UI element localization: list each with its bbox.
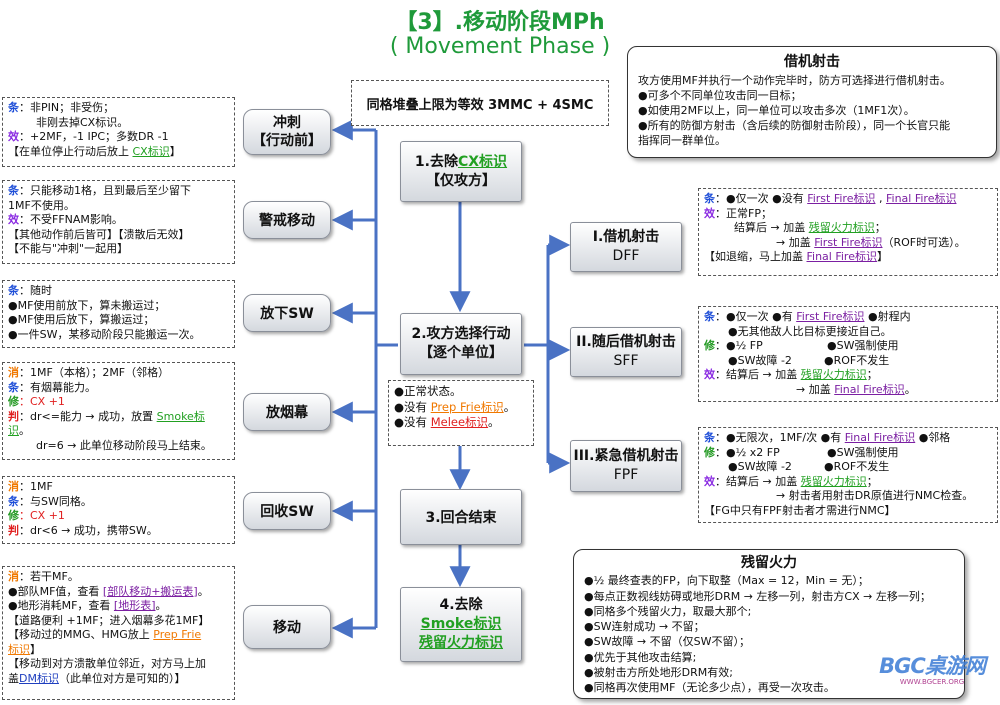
action-recover-sw: 回收SW (243, 492, 331, 530)
action-drop-sw: 放下SW (243, 294, 331, 332)
step2-sub: 【逐个单位】 (419, 345, 503, 361)
step2-conditions-note: ●正常状态。 ●没有 Prep Frie标识。 ●没有 Melee标识。 (388, 380, 534, 446)
step-remove-cx: 1.去除CX标识 【仅攻方】 (400, 141, 522, 202)
step2-label: 2.攻方选择行动 (411, 326, 511, 342)
opportunity-fire-header: 借机射击 (784, 54, 840, 70)
step-remove-markers: 4.去除 Smoke标识 残留火力标识 (400, 587, 522, 662)
stack-limit-text: 同格堆叠上限为等效 3MMC + 4SMC (366, 97, 594, 113)
page-title: 【3】.移动阶段MPh (395, 10, 605, 35)
smoke-counter-tag: Smoke标识 (420, 616, 502, 632)
watermark-logo-text: BGC桌游网 (879, 654, 986, 678)
action-place-smoke: 放烟幕 (243, 393, 331, 431)
watermark-url: WWW.BGCER.ORG (899, 678, 965, 686)
note-sneak-move: 条：只能移动1格，且到最后至少留下 1MF不使用。 效：不受FFNAM影响。 【… (2, 180, 235, 264)
step1-sub: 【仅攻方】 (426, 172, 496, 189)
fire-fpf: III.紧急借机射击 FPF (570, 440, 682, 492)
stack-limit-note: 同格堆叠上限为等效 3MMC + 4SMC (351, 80, 609, 126)
step-choose-action: 2.攻方选择行动 【逐个单位】 (400, 313, 522, 375)
watermark-logo: BGC桌游网 WWW.BGCER.ORG (868, 650, 996, 700)
note-move: 消：若干MF。 ●部队MF值，查看 [部队移动+搬运表]。 ●地形消耗MF，查看… (2, 566, 235, 700)
opportunity-fire-panel: 借机射击 攻方使用MF并执行一个动作完毕时，防方可选择进行借机射击。 ●可多个不… (627, 46, 997, 158)
note-drop-sw: 条：随时 ●MF使用前放下，算未搬运过； ●MF使用后放下，算搬运过； ●一件S… (2, 280, 235, 348)
step1-label: 1.去除 (414, 153, 458, 170)
note-fpf: 条：●无限次，1MF/次 ●有 Final Fire标识 ●邻格 修：●½ x2… (698, 427, 998, 523)
fire-sff: II.随后借机射击 SFF (570, 327, 682, 377)
note-recover-sw: 消：1MF 条：与SW同格。 修：CX +1 判：dr<6 → 成功，携带SW。 (2, 476, 235, 544)
note-place-smoke: 消：1MF（本格）；2MF（邻格） 条：有烟幕能力。 修：CX +1 判：dr<… (2, 362, 235, 460)
note-dff: 条：●仅一次 ●没有 First Fire标识 , Final Fire标识 效… (698, 188, 998, 276)
residual-fire-panel: 残留火力 ●½ 最终查表的FP，向下取整（Max = 12，Min = 无）； … (573, 549, 965, 699)
cx-counter-tag: CX标识 (457, 153, 508, 170)
prep-fire-tag: Prep Frie标识 (430, 399, 504, 414)
note-assault-move: 条：非PIN；非受伤； 非刚去掉CX标识。 效：+2MF，-1 IPC；多数DR… (2, 97, 235, 167)
page-subtitle: ( Movement Phase ) (389, 34, 611, 59)
fire-dff: I.借机射击 DFF (570, 222, 682, 272)
action-sneak-move: 警戒移动 (243, 201, 331, 239)
step3-label: 3.回合结束 (425, 510, 497, 526)
residual-fire-tag: 残留火力标识 (419, 635, 503, 651)
melee-tag: Melee标识 (430, 415, 489, 429)
action-move: 移动 (243, 605, 331, 649)
step-end-turn: 3.回合结束 (400, 489, 522, 545)
step4-label: 4.去除 (439, 597, 483, 613)
note-sff: 条：●仅一次 ●有 First Fire标识 ●射程内 ●无其他敌人比目标更接近… (698, 306, 998, 402)
residual-fire-header: 残留火力 (741, 555, 797, 571)
action-assault-move: 冲刺 【行动前】 (243, 109, 331, 155)
